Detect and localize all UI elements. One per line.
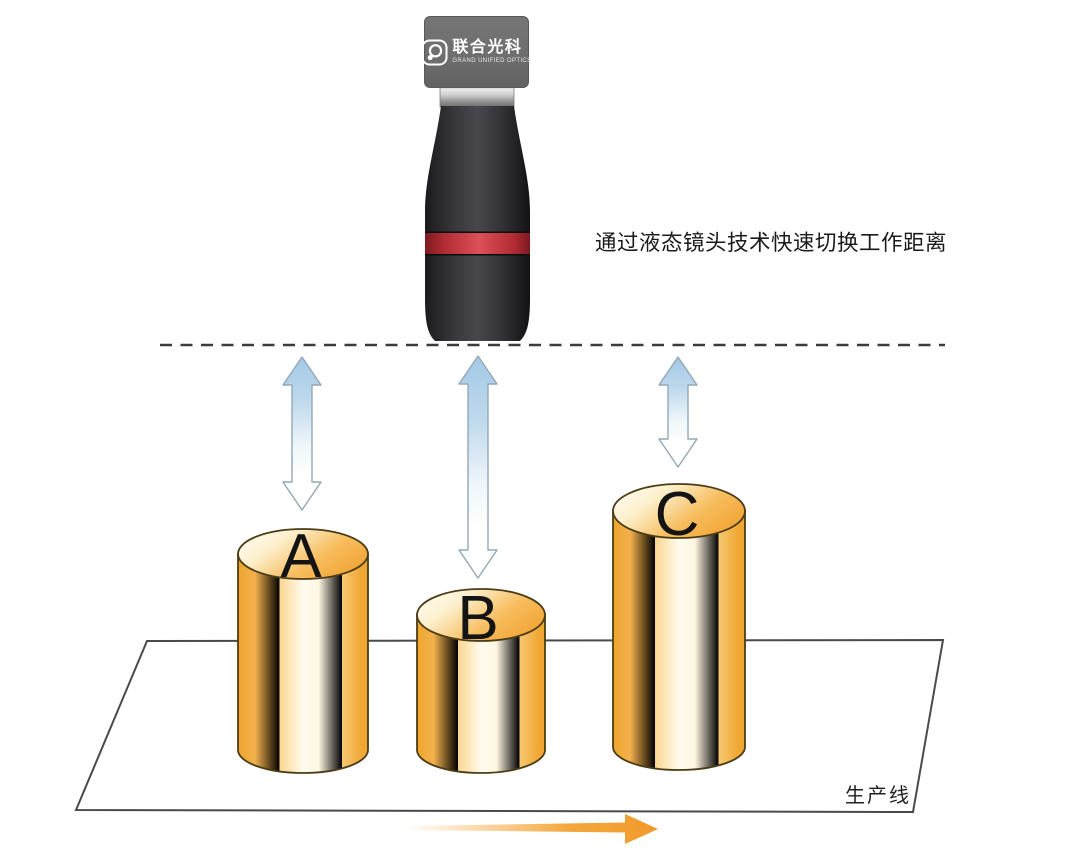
cylinder-c-label: C xyxy=(655,480,700,549)
lens-mount-collar xyxy=(439,84,515,108)
brand-name-en: GRAND UNIFIED OPTICS xyxy=(452,58,532,64)
liquid-lens-barrel xyxy=(425,106,530,341)
brand-name-cn: 联合光科 xyxy=(452,39,523,56)
cylinder-b-label: B xyxy=(457,584,498,653)
cylinder-a-label: A xyxy=(280,522,322,591)
cylinder-c-top xyxy=(612,483,746,539)
cylinder-b: B xyxy=(416,584,546,774)
lens-ring-edge xyxy=(425,254,530,256)
working-distance-annotation: 通过液态镜头技术快速切换工作距离 xyxy=(595,231,948,255)
production-line-label: 生产线 xyxy=(845,785,911,807)
brand-text-block: 联合光科 GRAND UNIFIED OPTICS xyxy=(452,39,532,65)
distance-arrow-c xyxy=(658,356,698,468)
distance-arrow-b xyxy=(458,355,498,579)
cylinder-c: C xyxy=(612,480,746,771)
cylinder-a-top xyxy=(237,528,369,580)
cylinder-b-body xyxy=(416,614,546,774)
distance-arrow-a xyxy=(282,356,322,511)
flow-direction-arrow xyxy=(405,814,658,844)
camera-head: 联合光科 GRAND UNIFIED OPTICS xyxy=(421,16,532,88)
cylinder-b-top xyxy=(416,588,546,642)
cylinder-c-body xyxy=(612,510,746,771)
lens-ring-edge xyxy=(425,231,530,233)
lens-red-ring xyxy=(425,233,530,254)
brand-logo-icon xyxy=(421,39,448,65)
cylinder-a-body xyxy=(237,553,369,774)
cylinder-a: A xyxy=(237,522,369,774)
